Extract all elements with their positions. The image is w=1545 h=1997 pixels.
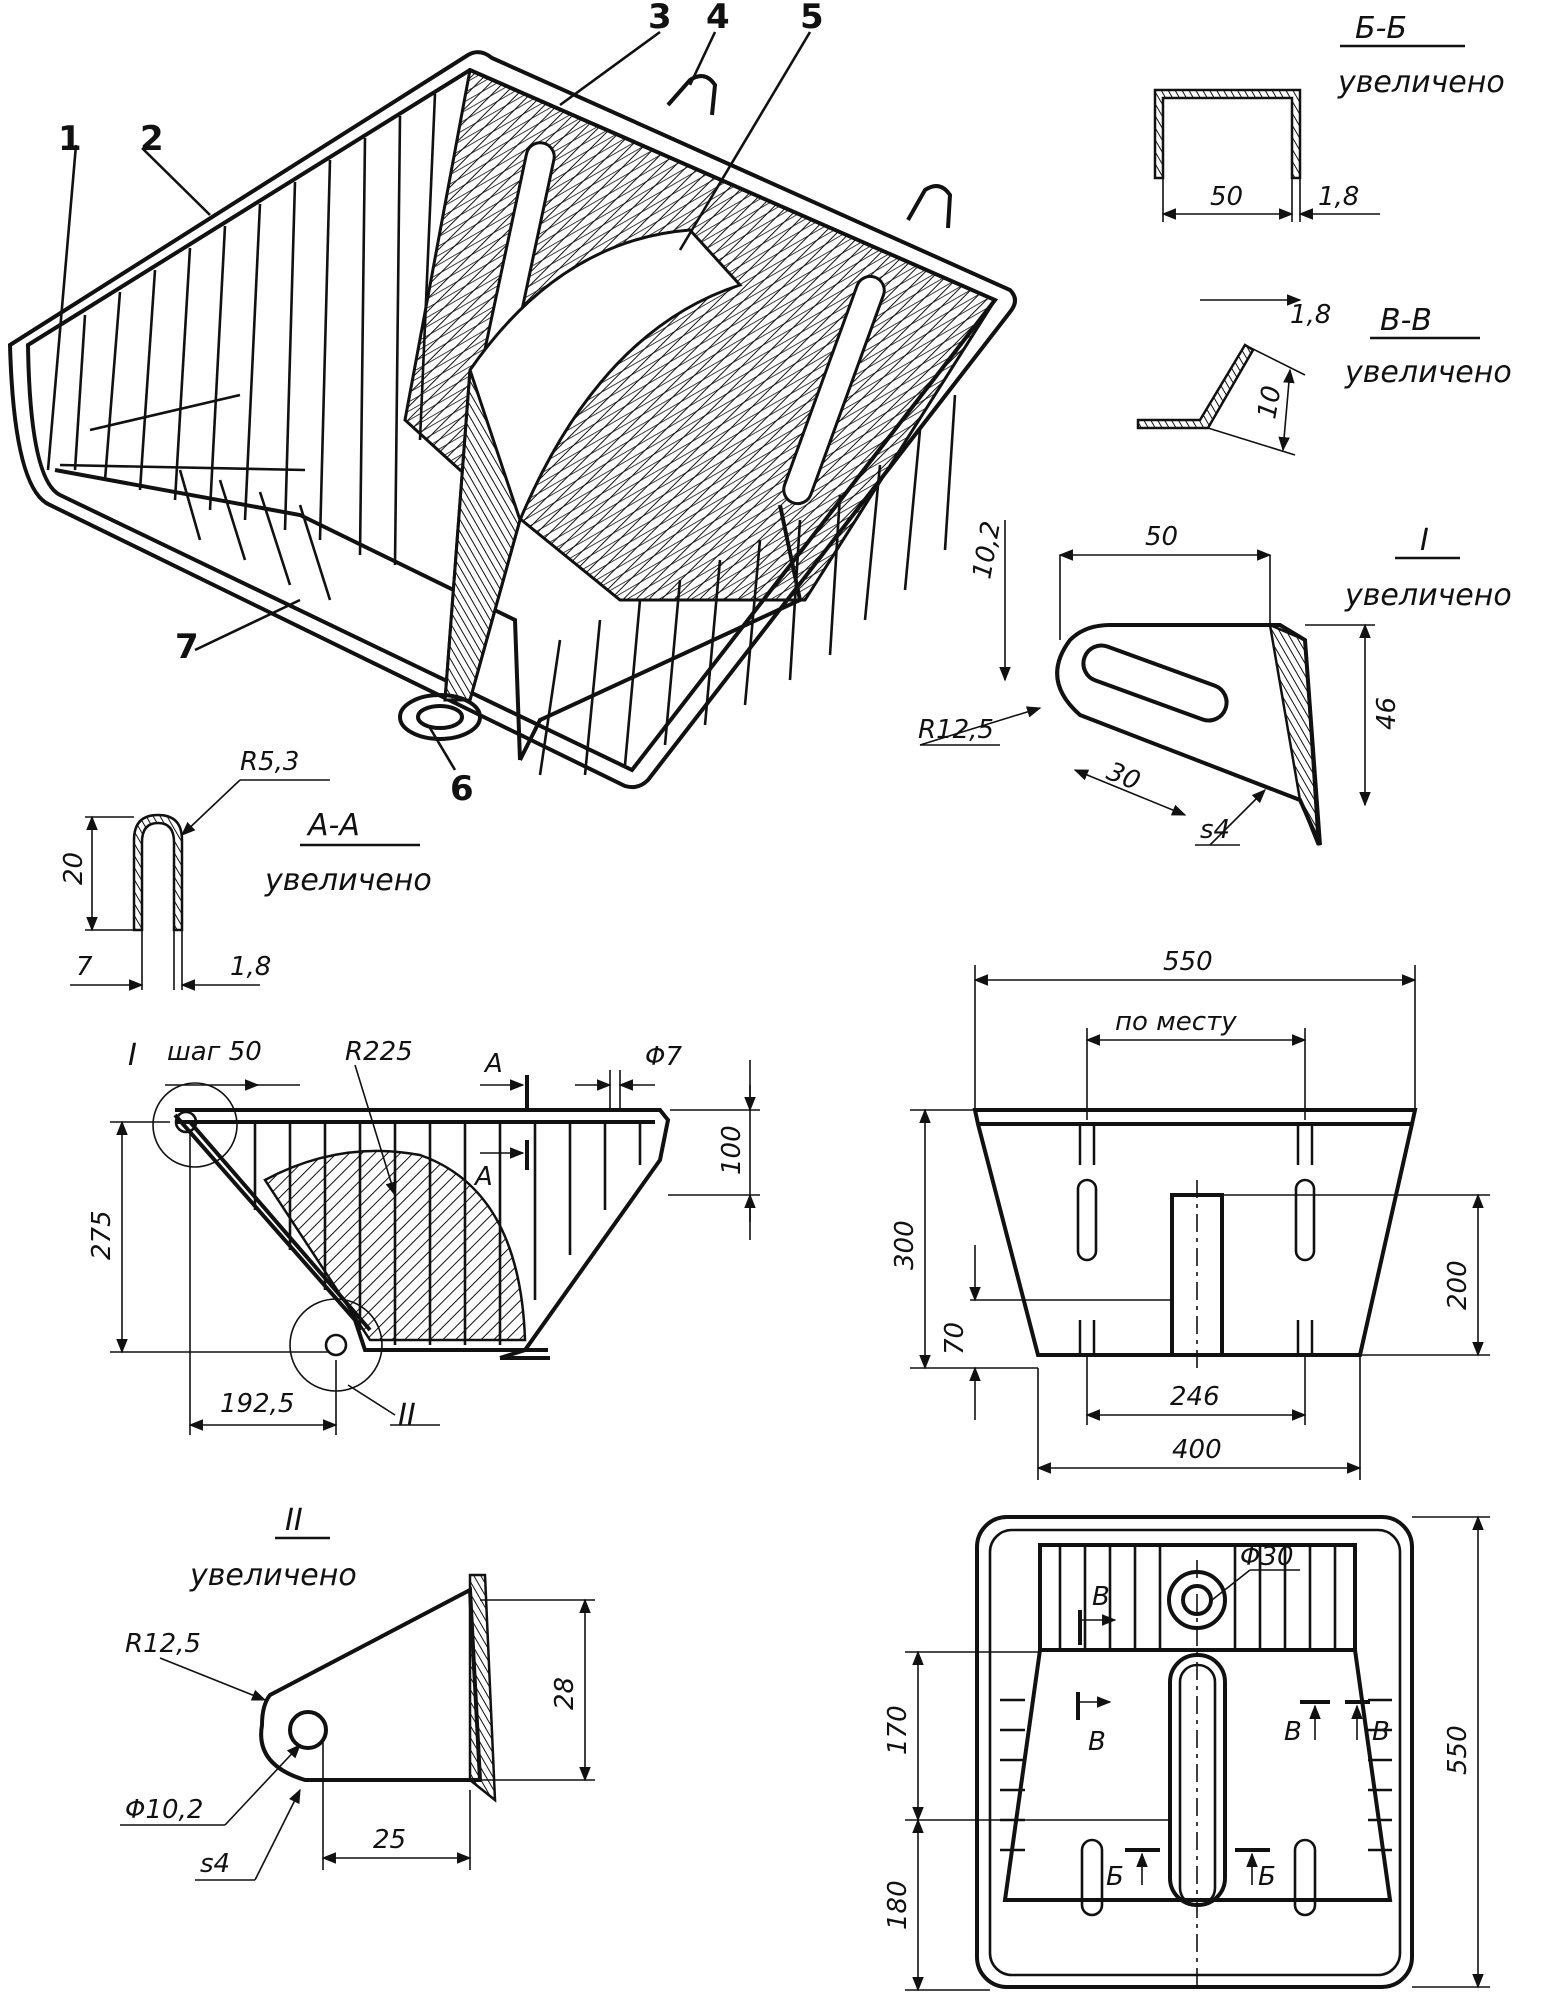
detail-1: I увеличено 50 10,2 R12,5 30 46 s4 bbox=[918, 519, 1512, 846]
dim-bb-width: 50 bbox=[1210, 182, 1243, 212]
dim-side-phi7: Φ7 bbox=[645, 1042, 682, 1072]
dim-front-246: 246 bbox=[1170, 1382, 1220, 1412]
dim-aa-7: 7 bbox=[76, 952, 93, 982]
dim-detail1-s4: s4 bbox=[1200, 815, 1230, 845]
dim-aa-20: 20 bbox=[59, 852, 89, 885]
dim-detail1-10-2: 10,2 bbox=[967, 519, 1007, 581]
dim-detail2-28: 28 bbox=[550, 1677, 580, 1710]
dim-top-180: 180 bbox=[883, 1880, 913, 1930]
part-label-6: 6 bbox=[450, 769, 474, 809]
section-vv: В-В увеличено 1,8 10 bbox=[1136, 294, 1512, 456]
dim-front-550: 550 bbox=[1163, 947, 1213, 977]
dim-bb-thickness: 1,8 bbox=[1318, 182, 1359, 212]
detail-2-subtitle: увеличено bbox=[189, 1558, 357, 1593]
dim-detail2-s4: s4 bbox=[200, 1849, 230, 1879]
dim-detail1-46: 46 bbox=[1372, 697, 1402, 730]
part-label-1: 1 bbox=[58, 119, 82, 159]
dim-detail2-25: 25 bbox=[373, 1825, 406, 1855]
dim-vv-height: 10 bbox=[1252, 383, 1287, 421]
mark-b-1: Б bbox=[1106, 1862, 1124, 1892]
dim-detail1-50: 50 bbox=[1145, 522, 1178, 552]
mark-b-2: Б bbox=[1258, 1862, 1276, 1892]
dim-side-192-5: 192,5 bbox=[220, 1389, 294, 1419]
dim-top-550: 550 bbox=[1443, 1725, 1473, 1775]
callout-detail-2: II bbox=[398, 1398, 416, 1433]
part-label-2: 2 bbox=[140, 119, 164, 159]
svg-text:3: 3 bbox=[648, 0, 672, 37]
dim-detail2-phi10-2: Φ10,2 bbox=[125, 1795, 203, 1825]
dim-front-300: 300 bbox=[890, 1220, 920, 1270]
dim-detail2-r12-5: R12,5 bbox=[125, 1629, 201, 1659]
isometric-view: 1 2 3 4 5 6 7 bbox=[7, 0, 1017, 809]
dim-side-100: 100 bbox=[717, 1125, 747, 1175]
svg-text:5: 5 bbox=[800, 0, 824, 37]
dim-front-70: 70 bbox=[940, 1322, 970, 1355]
section-bb: Б-Б увеличено 50 1,8 bbox=[1153, 11, 1505, 222]
dim-top-phi30: Φ30 bbox=[1240, 1542, 1294, 1572]
dim-side-275: 275 bbox=[87, 1210, 117, 1260]
svg-text:6: 6 bbox=[450, 769, 474, 809]
svg-text:4: 4 bbox=[706, 0, 730, 37]
section-vv-title: В-В bbox=[1380, 303, 1432, 338]
section-bb-subtitle: увеличено bbox=[1337, 65, 1505, 100]
svg-text:1: 1 bbox=[58, 119, 82, 159]
dim-aa-r5-3: R5,3 bbox=[240, 747, 299, 777]
cut-mark-a-top: А bbox=[483, 1049, 503, 1079]
mark-v-4: В bbox=[1372, 1717, 1390, 1747]
svg-text:2: 2 bbox=[140, 119, 164, 159]
section-aa-subtitle: увеличено bbox=[264, 863, 432, 898]
part-label-7: 7 bbox=[175, 627, 199, 667]
part-label-3: 3 bbox=[648, 0, 672, 37]
detail-1-callout-circle bbox=[152, 1082, 238, 1168]
dim-aa-1-8: 1,8 bbox=[230, 952, 271, 982]
dim-vv-thickness: 1,8 bbox=[1290, 300, 1331, 330]
section-aa-title: А-А bbox=[306, 808, 360, 843]
side-view: I II шаг 50 R225 А А Φ7 100 275 19 bbox=[87, 1037, 760, 1435]
dim-side-pitch: шаг 50 bbox=[167, 1037, 262, 1067]
part-label-5: 5 bbox=[800, 0, 824, 37]
callout-detail-1: I bbox=[128, 1038, 137, 1073]
mark-v-2: В bbox=[1088, 1727, 1106, 1757]
section-vv-subtitle: увеличено bbox=[1344, 355, 1512, 390]
dim-front-in-place: по месту bbox=[1115, 1007, 1237, 1037]
section-bb-title: Б-Б bbox=[1355, 11, 1407, 46]
detail-2: II увеличено 28 R12,5 Φ10,2 s4 25 bbox=[120, 1503, 595, 1881]
top-view: Φ30 170 180 550 В В В В Б Б bbox=[883, 1515, 1490, 1992]
dim-detail1-30: 30 bbox=[1102, 757, 1144, 797]
cut-mark-a-bottom: А bbox=[473, 1162, 493, 1192]
dim-side-r225: R225 bbox=[345, 1037, 413, 1067]
dim-front-200: 200 bbox=[1443, 1260, 1473, 1310]
mark-v-3: В bbox=[1284, 1717, 1302, 1747]
dim-detail1-r12-5: R12,5 bbox=[918, 715, 994, 745]
part-label-4: 4 bbox=[706, 0, 730, 37]
dim-top-170: 170 bbox=[883, 1705, 913, 1755]
detail-1-title: I bbox=[1420, 523, 1429, 558]
mark-v-1: В bbox=[1092, 1582, 1110, 1612]
dim-front-400: 400 bbox=[1172, 1435, 1222, 1465]
detail-1-subtitle: увеличено bbox=[1344, 578, 1512, 613]
section-aa: R5,3 20 7 1,8 А-А увеличено bbox=[59, 747, 432, 991]
detail-2-title: II bbox=[285, 1503, 303, 1538]
front-view: 550 по месту 300 200 70 246 400 bbox=[890, 947, 1490, 1480]
svg-text:7: 7 bbox=[175, 627, 199, 667]
